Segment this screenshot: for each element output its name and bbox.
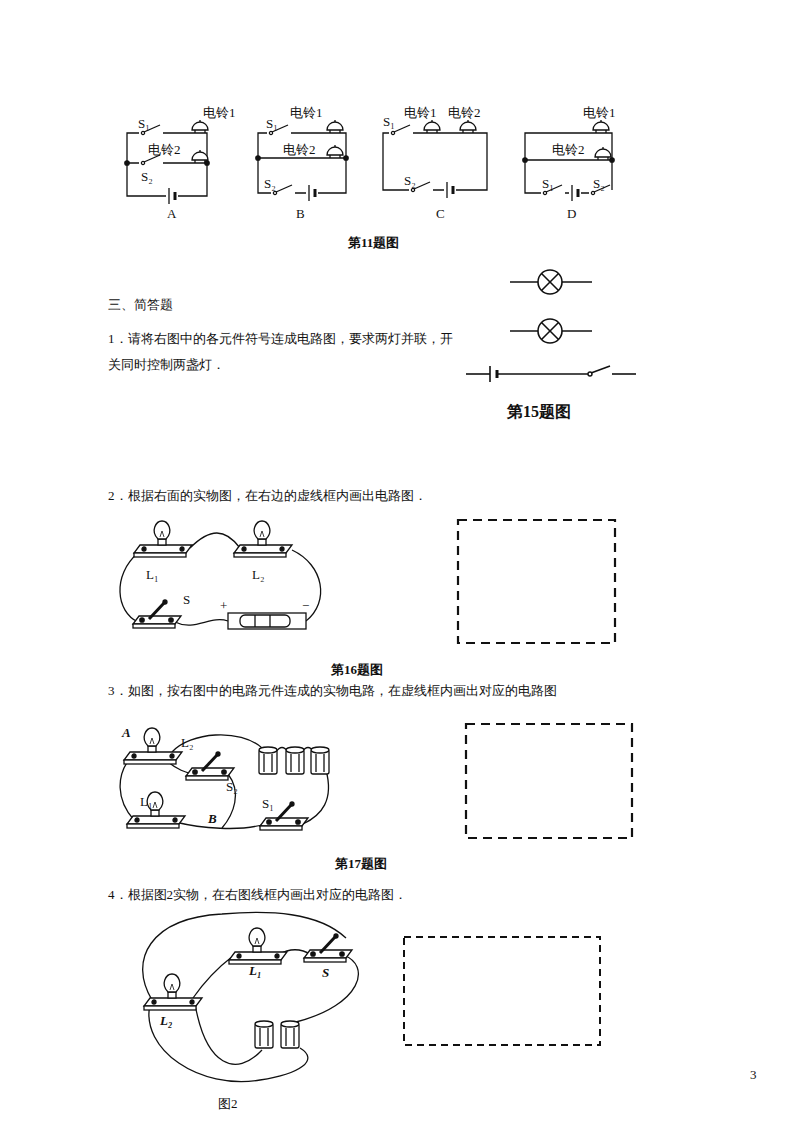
bell-label: 电铃1 <box>583 104 616 122</box>
part-label: L₂ <box>181 734 193 752</box>
terminal-sign: − <box>302 597 309 615</box>
question-text: 4．根据图2实物，在右图线框内画出对应的电路图． <box>108 886 407 904</box>
page-number: 3 <box>750 1066 757 1084</box>
figure-caption: 图2 <box>218 1095 238 1113</box>
figure-caption: 第17题图 <box>335 855 387 873</box>
switch-label: S₁ <box>266 115 278 133</box>
figure-caption: 第15题图 <box>507 403 571 421</box>
part-label: S <box>183 591 190 609</box>
section-heading: 三、简答题 <box>108 296 173 314</box>
part-label: S₁ <box>262 795 274 813</box>
switch-label: S₂ <box>593 175 605 193</box>
part-label: S <box>322 964 329 982</box>
bell-label: 电铃1 <box>404 104 437 122</box>
terminal-sign: + <box>220 597 227 615</box>
point-label: A <box>122 724 131 742</box>
part-label: L₁ <box>146 566 158 584</box>
question-text: 3．如图，按右图中的电路元件连成的实物电路，在虚线框内画出对应的电路图 <box>108 682 557 700</box>
bell-label: 电铃1 <box>290 104 323 122</box>
switch-label: S₁ <box>138 115 150 133</box>
part-label: L₁ <box>140 793 152 811</box>
switch-label: S₂ <box>404 172 416 190</box>
bell-label: 电铃2 <box>448 104 481 122</box>
option-letter: C <box>436 205 445 223</box>
bell-label: 电铃2 <box>283 141 316 159</box>
switch-label: S₂ <box>141 168 153 186</box>
switch-label: S₁ <box>383 113 395 131</box>
figure-caption: 第11题图 <box>348 234 399 252</box>
point-label: B <box>208 810 217 828</box>
option-letter: A <box>167 205 176 223</box>
part-label: L₁ <box>249 962 261 980</box>
switch-label: S₁ <box>542 175 554 193</box>
part-label: S₂ <box>226 778 238 796</box>
option-letter: B <box>296 205 305 223</box>
bell-label: 电铃1 <box>203 104 236 122</box>
option-letter: D <box>567 205 576 223</box>
switch-label: S₂ <box>264 175 276 193</box>
question-text: 2．根据右面的实物图，在右边的虚线框内画出电路图． <box>108 487 427 505</box>
part-label: L₂ <box>252 566 264 584</box>
bell-label: 电铃2 <box>552 141 585 159</box>
part-label: L₂ <box>160 1012 172 1030</box>
bell-label: 电铃2 <box>148 141 181 159</box>
figure-caption: 第16题图 <box>331 661 383 679</box>
question-text: 1．请将右图中的各元件符号连成电路图，要求两灯并联，开关同时控制两盏灯． <box>108 326 456 378</box>
